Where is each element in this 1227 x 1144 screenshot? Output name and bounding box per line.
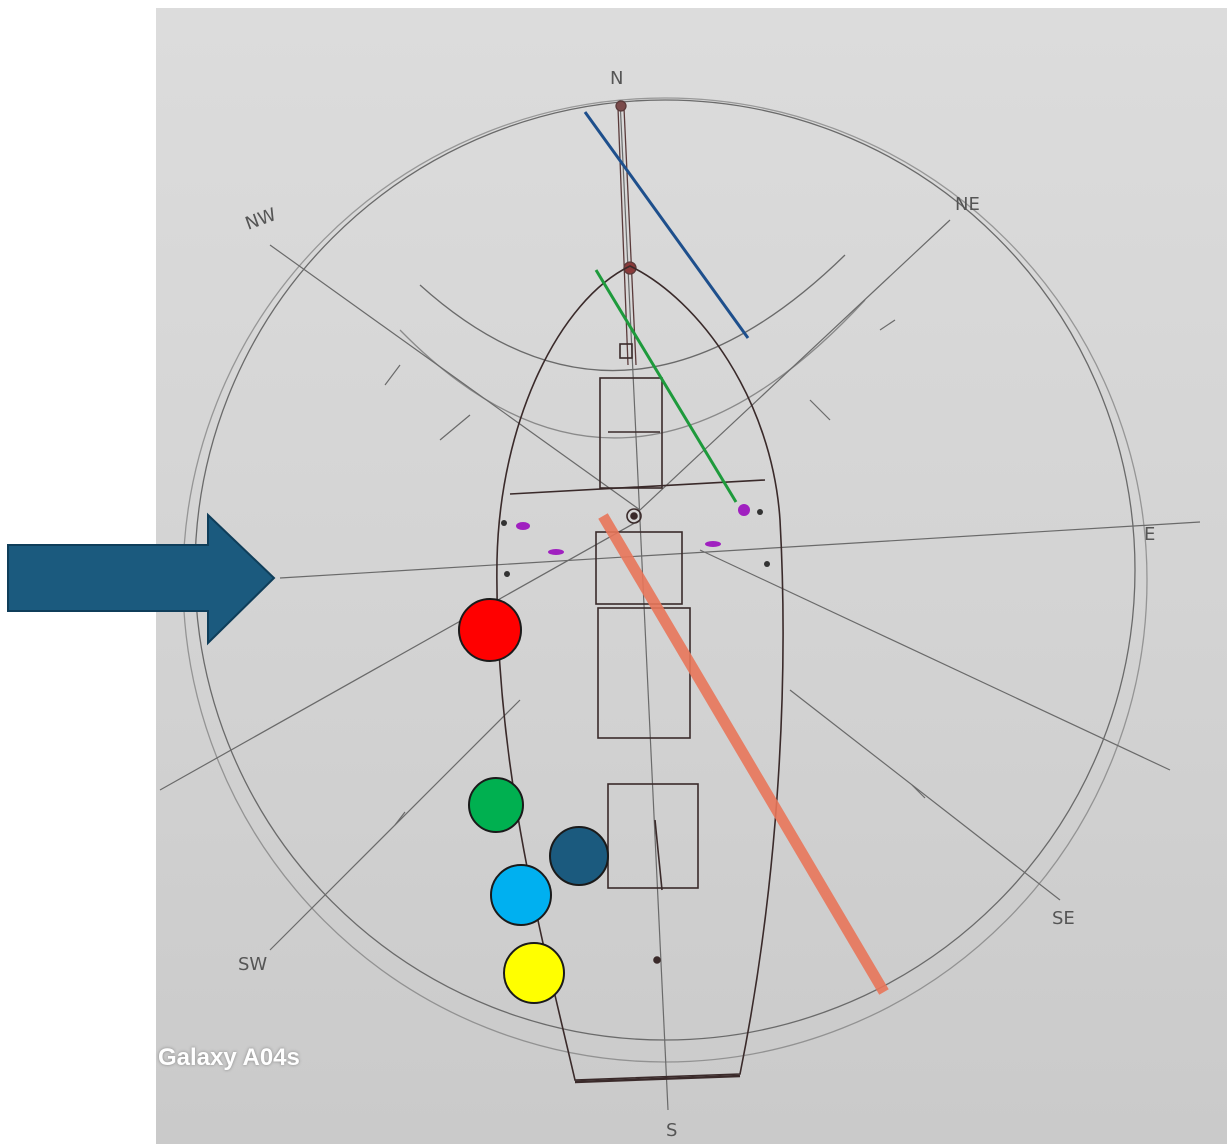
mast-step <box>626 508 642 524</box>
dark-blue-crew-dot <box>549 826 609 886</box>
tick-4 <box>879 319 896 331</box>
camera-watermark: Galaxy A04s <box>158 1044 300 1071</box>
green-sail-line <box>594 269 738 503</box>
blue-sail-line <box>583 111 750 339</box>
label-nw: NW <box>243 204 280 234</box>
purple-mark-2 <box>548 549 564 555</box>
inner-arc-top-2 <box>399 299 866 439</box>
bow-pin <box>623 261 637 275</box>
orange-boom-line <box>598 513 889 995</box>
label-e: E <box>1144 524 1155 545</box>
label-sw: SW <box>238 954 267 975</box>
purple-mark-1 <box>516 522 530 530</box>
green-crew-dot <box>468 777 524 833</box>
compass-bearing-lines <box>159 99 1201 1111</box>
label-n: N <box>610 68 623 89</box>
tick-6 <box>911 784 926 799</box>
paper-photo <box>156 8 1227 1144</box>
north-pin <box>615 100 627 112</box>
dark-mark-1 <box>501 520 507 526</box>
purple-mark-4 <box>738 504 750 516</box>
wind-arrow <box>7 512 276 646</box>
crew-dots <box>458 598 609 1004</box>
label-se: SE <box>1052 908 1075 929</box>
light-blue-crew-dot <box>490 864 552 926</box>
yellow-crew-dot <box>503 942 565 1004</box>
bowsprit-right <box>623 107 637 366</box>
dark-mark-4 <box>757 509 763 515</box>
coachroof <box>595 531 683 605</box>
anchor-locker <box>619 343 633 359</box>
aft-hatch <box>607 783 699 889</box>
tiller <box>654 819 663 891</box>
purple-mark-3 <box>705 541 721 547</box>
hull-outline <box>496 265 784 1081</box>
tick-5 <box>394 811 406 826</box>
se-bearing-line-2 <box>789 689 1061 901</box>
nw-bearing-line <box>269 244 641 511</box>
label-s: S <box>666 1120 677 1141</box>
deck-marks <box>501 504 770 577</box>
overlay-lines <box>583 111 889 995</box>
cabin-front <box>599 377 663 489</box>
aft-pin <box>653 956 661 964</box>
red-crew-dot <box>458 598 522 662</box>
inner-arc-top <box>419 254 846 372</box>
dark-mark-2 <box>504 571 510 577</box>
west-east-line <box>279 521 1201 579</box>
compass-labels: N NE E SE S SW NW <box>238 68 1155 1141</box>
transom-line <box>574 1074 741 1084</box>
sw-bearing-line <box>159 519 641 791</box>
mast-step-inner <box>630 512 638 520</box>
dark-mark-3 <box>764 561 770 567</box>
tick-1 <box>439 414 471 441</box>
tick-3 <box>809 399 831 421</box>
se-bearing-line <box>699 549 1171 771</box>
outer-compass-ring <box>194 99 1136 1041</box>
label-ne: NE <box>955 194 980 215</box>
ne-bearing-line <box>639 219 951 511</box>
tick-2 <box>384 364 401 386</box>
compass-rings <box>182 97 1148 1063</box>
cockpit <box>597 607 691 739</box>
